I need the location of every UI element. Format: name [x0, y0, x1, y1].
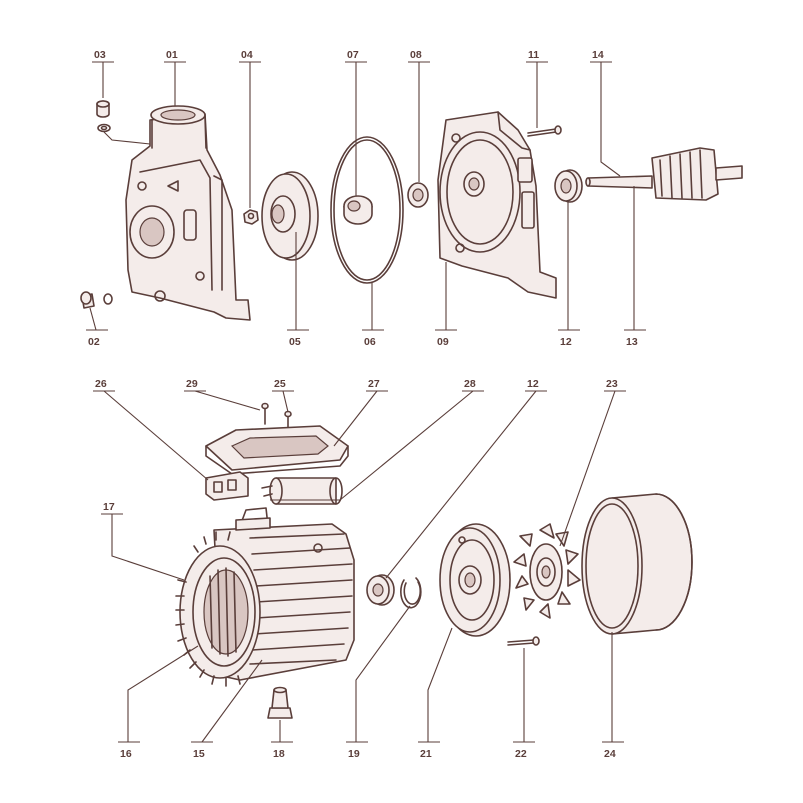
- part-09-bracket: [437, 111, 557, 299]
- leader-03-washer: [103, 131, 151, 145]
- svg-text:06: 06: [364, 336, 376, 348]
- part-28-capacitor: [261, 477, 343, 505]
- callout-23: 23: [559, 378, 626, 547]
- callout-28: 28: [270, 378, 484, 501]
- part-12-bearing-front: [554, 169, 583, 203]
- svg-text:09: 09: [437, 336, 449, 348]
- svg-text:11: 11: [528, 49, 539, 61]
- svg-text:03: 03: [94, 49, 106, 61]
- part-04-nut: [243, 209, 259, 225]
- part-13-rotor-shaft: [585, 147, 743, 201]
- callout-26: 26: [93, 378, 209, 481]
- svg-text:12: 12: [560, 336, 572, 348]
- callout-14: 14: [590, 49, 621, 177]
- part-06-o-ring: [330, 136, 404, 284]
- part-17-cooling-fins: [175, 531, 241, 687]
- callout-12-bottom: 12: [385, 378, 547, 579]
- callout-18: 18: [271, 720, 293, 760]
- part-24-fan-cover: [581, 493, 693, 635]
- svg-text:12: 12: [527, 378, 539, 390]
- svg-text:24: 24: [604, 748, 616, 760]
- part-03-plug: [96, 100, 111, 133]
- part-08-seal-ring: [407, 182, 429, 208]
- svg-text:28: 28: [464, 378, 476, 390]
- part-11-screw: [527, 125, 562, 137]
- callout-19: 19: [346, 605, 411, 760]
- svg-text:13: 13: [626, 336, 638, 348]
- svg-text:17: 17: [103, 501, 115, 513]
- callout-24: 24: [602, 632, 624, 760]
- part-22-screw: [507, 636, 540, 646]
- svg-text:08: 08: [410, 49, 422, 61]
- callout-12-top: 12: [558, 202, 580, 348]
- part-16-stator-frame: [179, 545, 261, 679]
- callout-05: 05: [287, 232, 309, 348]
- svg-text:26: 26: [95, 378, 107, 390]
- part-12-bearing-rear: [366, 574, 395, 606]
- callout-02: 02: [86, 307, 108, 348]
- svg-text:07: 07: [347, 49, 359, 61]
- part-18-cable-gland: [267, 686, 293, 719]
- part-01-pump-casing: [125, 105, 251, 321]
- svg-text:22: 22: [515, 748, 527, 760]
- svg-text:23: 23: [606, 378, 618, 390]
- svg-text:16: 16: [120, 748, 132, 760]
- svg-text:27: 27: [368, 378, 380, 390]
- svg-text:05: 05: [289, 336, 301, 348]
- callout-04: 04: [239, 49, 261, 208]
- callout-27: 27: [333, 378, 388, 447]
- svg-text:25: 25: [274, 378, 286, 390]
- svg-text:04: 04: [241, 49, 253, 61]
- callout-25: 25: [272, 378, 294, 413]
- svg-text:15: 15: [193, 748, 205, 760]
- part-26-terminal-block: [205, 471, 249, 501]
- callout-03: 03: [92, 49, 114, 98]
- callouts: 03 01 04 07 08 11 14 02 05 06 09 12 13 2…: [86, 49, 646, 760]
- part-02-drain-plug: [80, 291, 113, 309]
- part-27-terminal-cover: [205, 425, 349, 475]
- callout-29: 29: [184, 378, 261, 411]
- callout-21: 21: [418, 627, 453, 760]
- callout-08: 08: [408, 49, 430, 182]
- part-23-fan: [513, 523, 581, 619]
- svg-text:01: 01: [166, 49, 178, 61]
- svg-text:29: 29: [186, 378, 198, 390]
- callout-09: 09: [435, 262, 457, 348]
- part-21-end-shield: [439, 523, 511, 637]
- part-07-mechanical-seal: [343, 195, 373, 225]
- callout-22: 22: [513, 648, 535, 760]
- callout-01: 01: [164, 49, 186, 106]
- callout-17: 17: [101, 501, 185, 581]
- part-29-screw: [261, 402, 269, 425]
- callout-13: 13: [624, 186, 646, 348]
- callout-11: 11: [526, 49, 548, 128]
- callout-16: 16: [118, 645, 199, 760]
- svg-text:14: 14: [592, 49, 604, 61]
- svg-text:02: 02: [88, 336, 100, 348]
- svg-text:19: 19: [348, 748, 360, 760]
- part-19-circlip: [400, 577, 422, 609]
- callout-15: 15: [191, 659, 263, 760]
- part-05-impeller: [261, 171, 319, 261]
- callout-07: 07: [345, 49, 367, 196]
- callout-06: 06: [362, 282, 384, 348]
- svg-text:18: 18: [273, 748, 285, 760]
- svg-text:21: 21: [420, 748, 432, 760]
